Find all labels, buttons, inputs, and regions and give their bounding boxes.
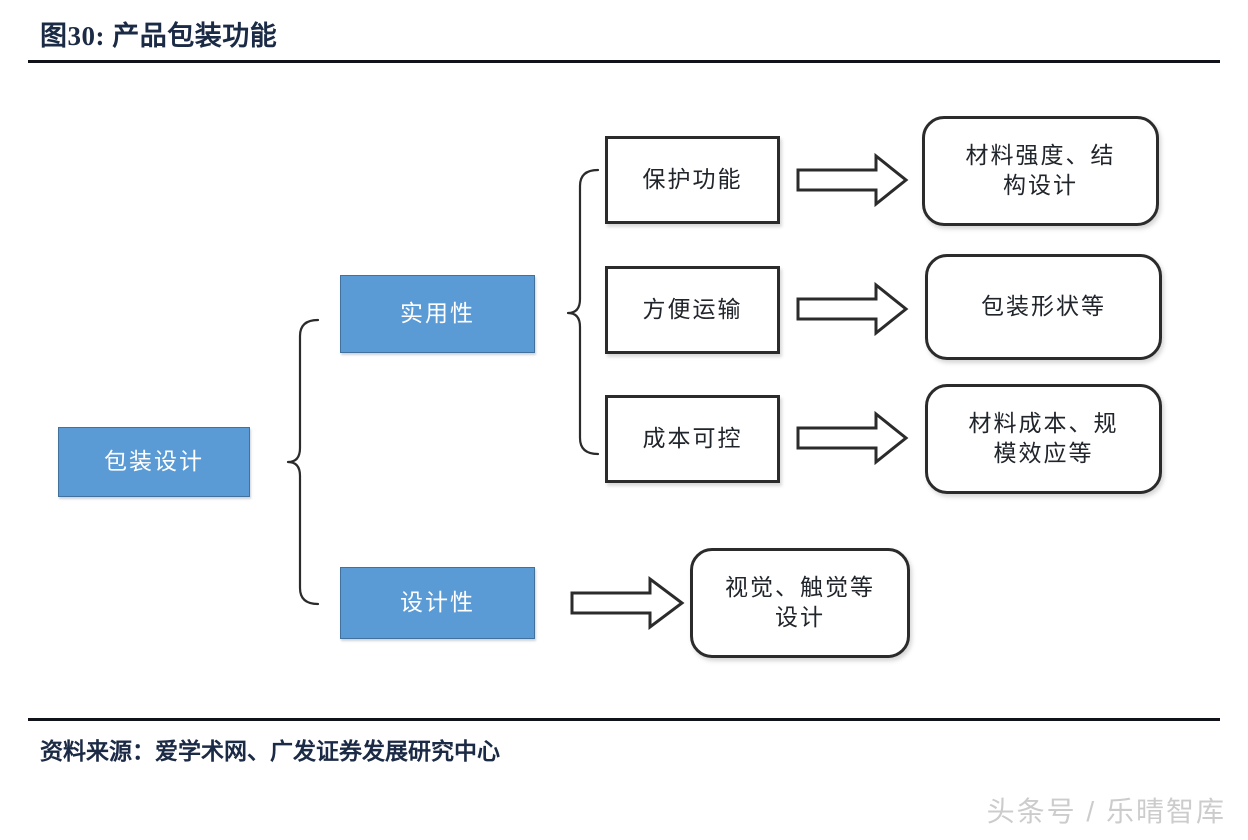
node-cost-controllable[interactable]: 成本可控 [605,395,780,483]
node-visual-tactile-design[interactable]: 视觉、触觉等 设计 [690,548,910,658]
node-protection-function[interactable]: 保护功能 [605,136,780,224]
node-material-strength-structure-label: 材料强度、结 构设计 [965,142,1116,198]
header-rule [28,60,1220,63]
node-root-packaging-design[interactable]: 包装设计 [58,427,250,497]
diagram-canvas: 包装设计 实用性 设计性 保护功能 方便运输 成本可控 材料强度、结 构设计 包… [0,70,1248,710]
node-package-shape-label: 包装形状等 [981,293,1106,319]
bracket-root [286,318,320,606]
node-convenient-transport-label: 方便运输 [642,296,743,322]
watermark: 头条号 / 乐晴智库 [986,796,1226,827]
connector-layer [286,152,909,630]
node-material-cost-scale[interactable]: 材料成本、规 模效应等 [925,384,1162,494]
figure-title: 图30: 产品包装功能 [40,21,278,51]
node-branch-practicality[interactable]: 实用性 [340,275,535,353]
node-material-cost-scale-label: 材料成本、规 模效应等 [968,410,1119,466]
source-note: 资料来源：爱学术网、广发证券发展研究中心 [40,739,500,764]
node-branch-practicality-label: 实用性 [400,300,475,326]
node-package-shape[interactable]: 包装形状等 [925,254,1162,360]
node-root-label: 包装设计 [104,448,204,474]
arrow-cost [796,410,909,466]
arrow-design [570,576,685,630]
node-branch-design-label: 设计性 [400,589,475,615]
node-cost-controllable-label: 成本可控 [642,425,743,451]
arrow-transport [796,281,909,337]
node-protection-function-label: 保护功能 [642,166,743,192]
node-convenient-transport[interactable]: 方便运输 [605,266,780,354]
bracket-practical [566,168,600,456]
arrow-protection [796,152,909,208]
footer-rule [28,718,1220,721]
node-branch-design[interactable]: 设计性 [340,567,535,639]
node-material-strength-structure[interactable]: 材料强度、结 构设计 [922,116,1159,226]
node-visual-tactile-design-label: 视觉、触觉等 设计 [725,574,875,630]
